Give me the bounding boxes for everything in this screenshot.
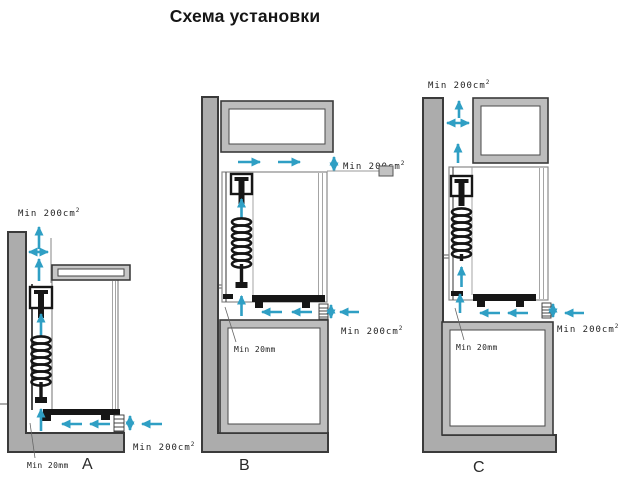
leveling-foot-right xyxy=(516,301,524,307)
compressor-pipe xyxy=(458,179,465,206)
plinth-bar xyxy=(473,294,536,301)
wall-and-floor xyxy=(7,231,125,453)
compressor-pipe xyxy=(38,290,44,318)
fridge-body xyxy=(51,279,119,411)
min-area-text: Min 200cm xyxy=(18,209,76,219)
min-area-label-bottom: Min 200cm2 xyxy=(133,441,195,453)
min-area-exponent: 2 xyxy=(191,441,196,448)
min-area-label-top: Min 200cm2 xyxy=(343,160,405,172)
min-area-exponent: 2 xyxy=(76,207,81,214)
min-gap-leader xyxy=(29,422,36,459)
top-cabinet-interior xyxy=(228,108,326,145)
leveling-foot-left xyxy=(255,302,263,308)
min-area-text: Min 200cm xyxy=(428,81,486,91)
lower-cabinet-interior xyxy=(449,329,546,427)
coil-foot xyxy=(35,397,47,403)
compressor-pipe xyxy=(238,177,245,204)
min-gap-leader xyxy=(224,306,237,343)
plinth-bar xyxy=(43,409,120,415)
diagram-b: Min 200cm2 xyxy=(201,96,405,474)
min-gap-label: Min 20mm xyxy=(27,461,69,470)
leveling-foot-left xyxy=(477,301,485,307)
min-area-exponent: 2 xyxy=(401,160,406,167)
min-area-exponent: 2 xyxy=(399,325,404,332)
min-area-exponent: 2 xyxy=(486,79,491,86)
wall-and-floor xyxy=(422,97,557,453)
vent-grille xyxy=(541,302,552,319)
vent-grille xyxy=(318,303,329,320)
min-area-text: Min 200cm xyxy=(343,162,401,172)
diagram-c-letter: C xyxy=(473,459,485,476)
hinge-block xyxy=(378,165,394,177)
diagram-a: Min 200cm2 xyxy=(0,207,195,473)
plinth-bar xyxy=(252,295,325,302)
leveling-foot-right xyxy=(101,415,110,420)
leveling-foot-right xyxy=(302,302,310,308)
vent-grille xyxy=(113,414,125,433)
min-area-text: Min 200cm xyxy=(133,443,191,453)
lower-cabinet-interior xyxy=(227,327,321,425)
min-area-text: Min 200cm xyxy=(557,325,615,335)
worktop-slot xyxy=(57,268,125,277)
diagram-c: Min 200cm2 xyxy=(422,79,619,476)
base-bar-left xyxy=(223,294,233,299)
min-gap-label: Min 20mm xyxy=(456,343,498,352)
min-gap-label: Min 20mm xyxy=(234,345,276,354)
condenser-coil xyxy=(30,335,52,387)
min-area-label-top: Min 200cm2 xyxy=(18,207,80,219)
min-area-label-bottom: Min 200cm2 xyxy=(557,323,619,335)
min-area-label-bottom: Min 200cm2 xyxy=(341,325,403,337)
min-area-exponent: 2 xyxy=(615,323,620,330)
coil-foot xyxy=(235,282,248,288)
vent-grille-frame xyxy=(113,414,125,433)
top-cabinet-interior xyxy=(480,105,541,156)
page-title: Схема установки xyxy=(169,6,321,26)
leveling-foot-left xyxy=(41,415,51,421)
min-area-text: Min 200cm xyxy=(341,327,399,337)
diagram-b-letter: B xyxy=(239,457,250,474)
diagram-a-letter: A xyxy=(82,456,93,473)
min-area-label-top: Min 200cm2 xyxy=(428,79,490,91)
min-gap-leader xyxy=(454,307,465,341)
